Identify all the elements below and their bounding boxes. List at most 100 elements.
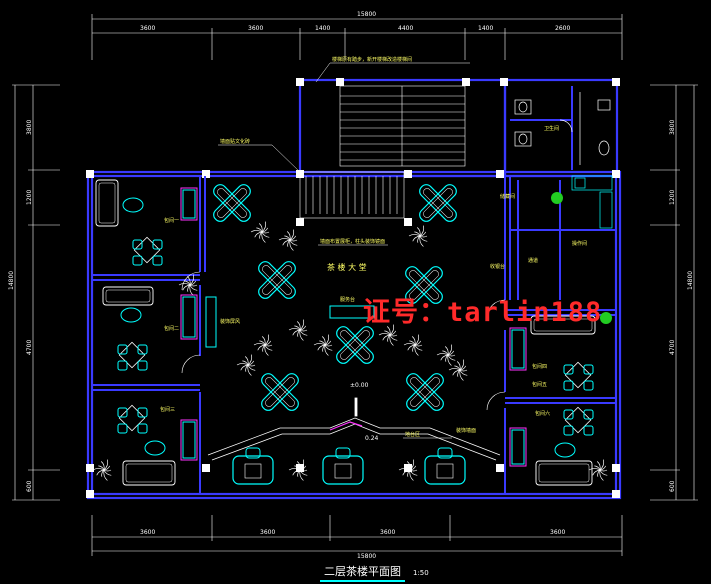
cashier-label: 收银台 [490, 263, 505, 270]
decor-screens [182, 189, 525, 465]
right-dim-1: 3800 [669, 120, 676, 135]
plant-icon [551, 192, 563, 204]
tea-table-cluster [261, 373, 299, 411]
sofa [95, 179, 119, 227]
room-label-e: 包间五 [532, 381, 547, 388]
table-set [563, 406, 594, 436]
right-dim-4: 600 [669, 480, 676, 492]
door-swing [181, 354, 201, 374]
hall-label: 茶 楼 大 堂 [327, 262, 367, 272]
drawing-title-block: 二层茶楼平面图 1:50 [320, 563, 429, 582]
plant-icon [250, 221, 270, 243]
sofa [122, 460, 176, 486]
screen-label: 装饰屏风 [220, 318, 240, 325]
wall-note: 墙面贴文化砖 [220, 138, 250, 145]
plant-icon [600, 312, 612, 324]
top-dim-1: 3600 [140, 25, 155, 32]
stair-landing [299, 171, 405, 219]
corridor-label: 通道 [528, 257, 538, 264]
kitchen-label: 操作间 [572, 240, 587, 247]
sofa [535, 460, 593, 486]
left-dim-3: 4700 [26, 340, 33, 355]
bottom-dim-2: 3600 [260, 529, 275, 536]
table-set [117, 404, 148, 434]
plant-icon [403, 334, 423, 356]
bottom-dim-4: 3600 [550, 529, 565, 536]
coffee-table [144, 440, 166, 456]
coffee-table [120, 307, 142, 323]
plant-icon [378, 324, 398, 346]
plant-icon [253, 334, 273, 356]
stair-note: 楼梯原有踏步，新开楼梯改造楼梯间 [332, 56, 412, 63]
plant-icon [408, 225, 428, 247]
furniture-layer [92, 179, 608, 486]
decor-screens-magenta [180, 187, 527, 467]
top-dimension-chain [91, 14, 623, 60]
sofa [530, 315, 596, 335]
right-partitions [504, 86, 615, 494]
top-dim-2: 3600 [248, 25, 263, 32]
wall-decor-label: 装饰墙面 [456, 427, 476, 434]
left-dim-4: 600 [26, 480, 33, 492]
coffee-table [122, 197, 144, 213]
room-label-a: 包间一 [164, 217, 179, 224]
columns [86, 78, 620, 498]
leader-lines [218, 62, 470, 439]
tea-table-cluster [336, 326, 374, 364]
top-dim-3: 1400 [315, 25, 330, 32]
room-label-f: 包间六 [535, 410, 550, 417]
left-dim-2: 1200 [26, 190, 33, 205]
sofa [102, 286, 154, 306]
platform-accent [329, 421, 363, 431]
tea-table-cluster [406, 373, 444, 411]
right-total-dim: 14800 [687, 271, 694, 290]
left-total-dim: 14800 [8, 271, 15, 290]
toilet-label: 卫生间 [544, 125, 559, 132]
tea-table-cluster [405, 266, 443, 304]
drawing-title: 二层茶楼平面图 [320, 563, 405, 582]
table-set [132, 236, 163, 266]
left-dim-1: 3800 [26, 120, 33, 135]
plant-icon [588, 459, 608, 481]
plant-icon [436, 344, 456, 366]
top-total-dim: 15800 [357, 11, 376, 18]
toilet-fixtures [514, 92, 611, 165]
watermark-text: 证号：tarlin188 [363, 297, 603, 328]
service-counter [329, 305, 375, 319]
door-swing [486, 299, 506, 319]
plant-icon [92, 459, 112, 481]
top-dim-5: 1400 [478, 25, 493, 32]
plant-icon [448, 359, 468, 381]
room-label-b: 包间二 [164, 325, 179, 332]
plant-icon [236, 354, 256, 376]
bottom-dimension-chain [91, 515, 623, 556]
bottom-total-dim: 15800 [357, 553, 376, 560]
store-label: 储藏间 [500, 193, 515, 200]
bottom-dim-3: 3600 [380, 529, 395, 536]
booth-seat [322, 447, 364, 485]
door-swing [486, 391, 506, 411]
room-label-c: 包间三 [160, 406, 175, 413]
drawing-scale: 1:50 [413, 569, 429, 577]
right-dimension-chain [650, 84, 698, 501]
counter-label: 服务台 [340, 296, 355, 303]
kitchen-fixtures [571, 175, 613, 229]
plant-icon [288, 319, 308, 341]
booth-seat [232, 447, 274, 485]
table-set [117, 341, 148, 371]
plant-icon [288, 459, 308, 481]
tea-table-cluster [419, 184, 457, 222]
elevation-mark-1: ±0.00 [350, 382, 369, 389]
plant-icon [278, 229, 298, 251]
exterior-walls [86, 78, 622, 500]
tea-table-cluster [258, 261, 296, 299]
tea-table-cluster [213, 184, 251, 222]
right-dim-2: 1200 [669, 190, 676, 205]
platform-label: 地台区 [405, 431, 420, 438]
elevation-mark-2: 0.24 [365, 435, 379, 442]
left-dimension-chain [12, 84, 60, 501]
room-label-d: 包间四 [532, 363, 547, 370]
table-set [563, 361, 594, 391]
